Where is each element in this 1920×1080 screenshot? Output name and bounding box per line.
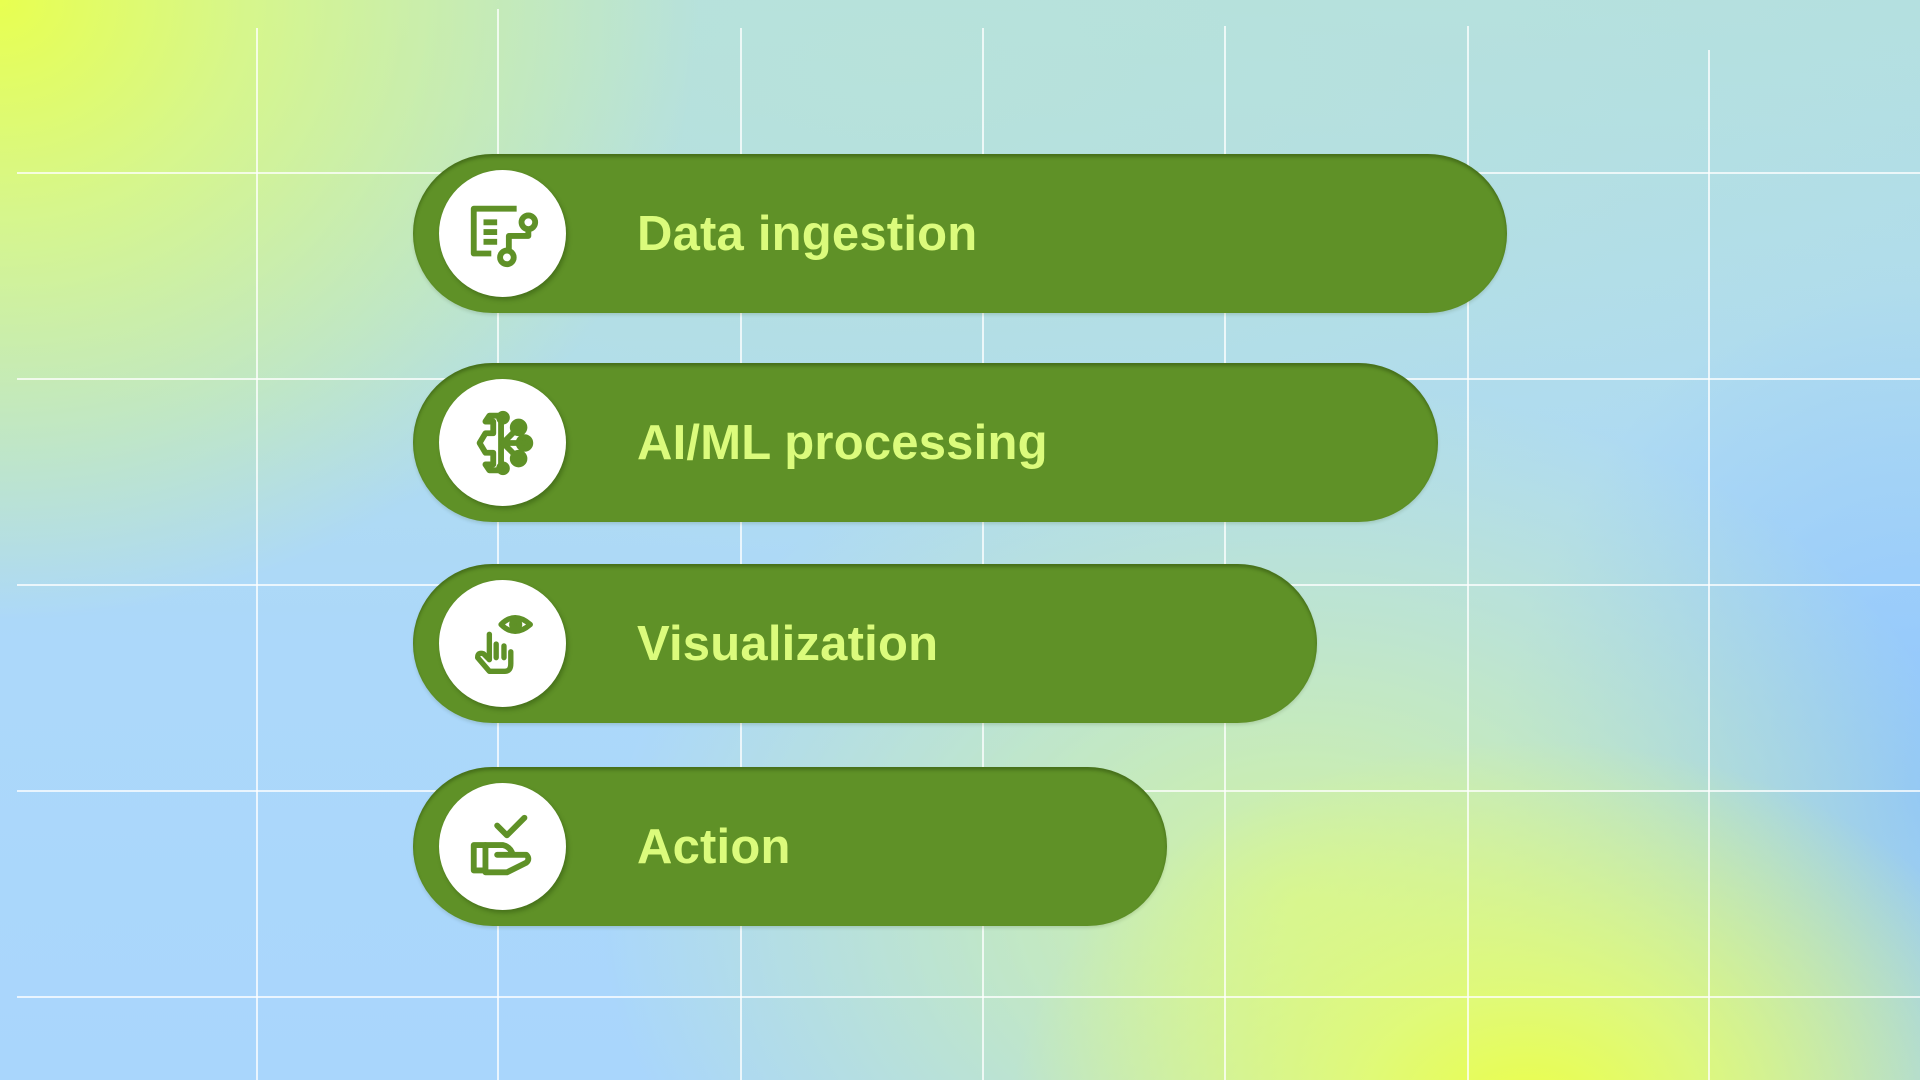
grid-line-vertical [1224,26,1226,1080]
step-label: Visualization [637,616,939,671]
grid-line-horizontal [17,996,1920,998]
step-label: Data ingestion [637,206,978,261]
brain-network-icon [476,410,533,475]
grid-line-vertical [256,28,258,1080]
data-flow-icon [470,205,538,267]
grid-line-vertical [740,28,742,1080]
eye-hand-icon [474,614,533,674]
step-action: Action [413,767,1167,926]
icon-badge [439,783,566,910]
icon-badge [439,379,566,506]
grid-line-vertical [982,28,984,1080]
grid-line-vertical [1708,50,1710,1080]
icon-badge [439,580,566,707]
step-visualization: Visualization [413,564,1317,723]
step-label: Action [637,819,791,874]
grid-line-vertical [1467,26,1469,1080]
step-ai-ml-processing: AI/ML processing [413,363,1438,522]
step-label: AI/ML processing [637,415,1048,470]
icon-badge [439,170,566,297]
hand-check-icon [470,814,531,875]
step-data-ingestion: Data ingestion [413,154,1507,313]
grid-line-vertical [497,9,499,1080]
